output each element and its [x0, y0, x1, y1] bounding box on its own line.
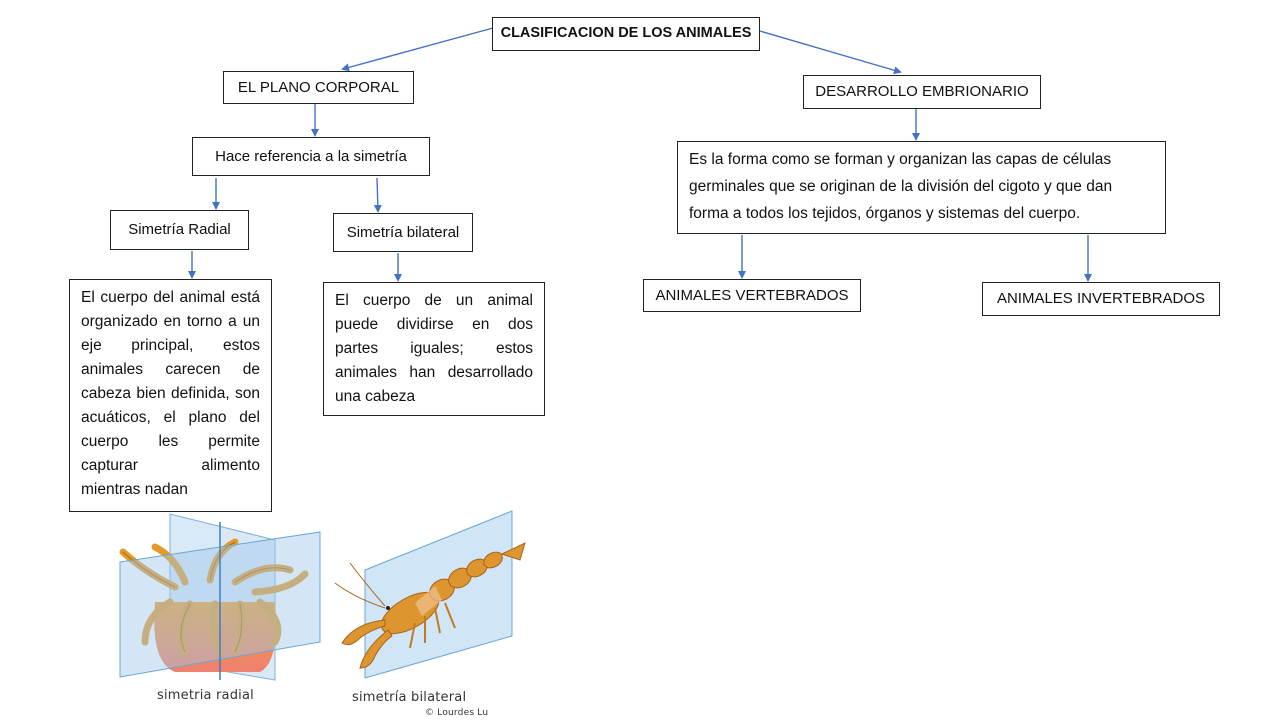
simetria-radial-node: Simetría Radial: [110, 210, 249, 250]
radial-description: El cuerpo del animal está organizado en …: [81, 289, 260, 498]
referencia-simetria-node: Hace referencia a la simetría: [192, 137, 430, 176]
vertebrados-node: ANIMALES VERTEBRADOS: [643, 279, 861, 312]
arrow-root-to-desarrollo: [759, 30, 902, 75]
radial-description-box: El cuerpo del animal está organizado en …: [69, 279, 272, 512]
bilateral-symmetry-illustration: [334, 510, 526, 679]
simetria-bilateral-node: Simetría bilateral: [333, 213, 473, 252]
embrionario-description: Es la forma como se forman y organizan l…: [689, 151, 1113, 222]
bilateral-description-box: El cuerpo de un animal puede dividirse e…: [323, 282, 545, 416]
vertebrados-label: ANIMALES VERTEBRADOS: [655, 286, 849, 304]
root-label: CLASIFICACION DE LOS ANIMALES: [500, 25, 752, 42]
radial-symmetry-illustration: [119, 513, 321, 681]
desarrollo-embrionario-node: DESARROLLO EMBRIONARIO: [803, 75, 1041, 109]
arrow-referencia-to-bilateral: [373, 177, 382, 213]
embrionario-description-box: Es la forma como se forman y organizan l…: [677, 141, 1166, 234]
desarrollo-embrionario-label: DESARROLLO EMBRIONARIO: [815, 83, 1029, 100]
invertebrados-label: ANIMALES INVERTEBRADOS: [996, 290, 1206, 307]
simetria-bilateral-label: Simetría bilateral: [346, 223, 460, 241]
root-node: CLASIFICACION DE LOS ANIMALES: [492, 17, 760, 51]
invertebrados-node: ANIMALES INVERTEBRADOS: [982, 282, 1220, 316]
referencia-simetria-label: Hace referencia a la simetría: [215, 147, 407, 165]
plano-corporal-label: EL PLANO CORPORAL: [237, 78, 400, 96]
plano-corporal-node: EL PLANO CORPORAL: [223, 71, 414, 104]
simetria-radial-label: Simetría Radial: [128, 221, 231, 238]
bilateral-description: El cuerpo de un animal puede dividirse e…: [335, 292, 533, 405]
illustration-credit: © Lourdes Lu: [425, 708, 489, 718]
arrow-root-to-plano: [341, 27, 494, 72]
radial-caption: simetria radial: [157, 688, 254, 703]
bilateral-caption: simetría bilateral: [352, 690, 467, 705]
